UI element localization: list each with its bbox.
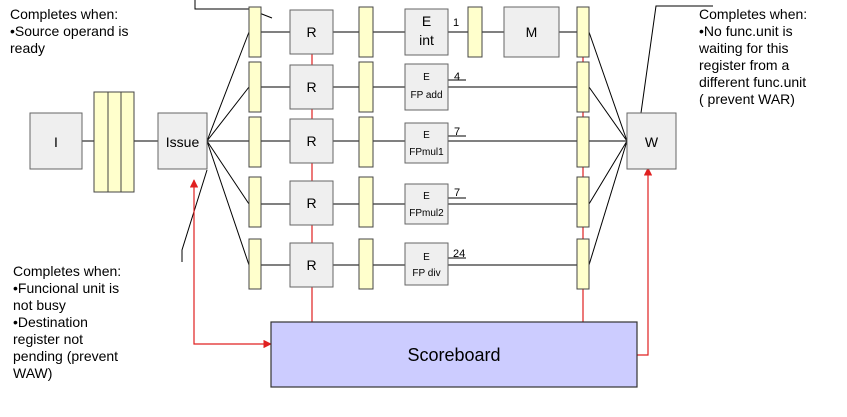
unit-row-fp-mul2: R E FPmul2 7 [248, 176, 590, 228]
pipeline-latch [358, 238, 374, 290]
unit-row-int: R E int 1 M [248, 6, 590, 58]
execute-unit-top-label: E [423, 191, 430, 202]
note-line: waiting for this [699, 40, 789, 56]
pipeline-latch [248, 6, 262, 58]
execute-unit-name: FP add [410, 90, 442, 101]
memory-stage-box [503, 6, 560, 58]
read-operands-box [289, 118, 334, 164]
unit-latency: 7 [454, 126, 460, 138]
note-line: different func.unit [699, 74, 807, 90]
pipeline-latch [358, 176, 374, 228]
execute-unit-name: FPmul2 [409, 208, 444, 219]
unit-row-fp-mul1: R E FPmul1 7 [248, 116, 590, 168]
pipeline-latch [576, 61, 590, 113]
pipeline-latch [576, 116, 590, 168]
fetch-stage-label: I [54, 134, 58, 150]
write-stage-box [626, 112, 677, 170]
read-operands-label: R [306, 133, 316, 149]
memory-stage-label: M [526, 24, 538, 40]
note-line: •Destination [13, 314, 88, 330]
pipeline-latch [248, 116, 262, 168]
note-line: Completes when: [13, 263, 122, 279]
pipeline-latch [358, 6, 374, 58]
note-line: •Source operand is [10, 23, 129, 39]
fetch-stage-box [29, 112, 83, 170]
note-line: Completes when: [10, 6, 119, 22]
note-line: pending (prevent [13, 348, 119, 364]
execute-unit-box [404, 122, 449, 164]
note-line: ready [10, 40, 46, 56]
execute-unit-top-label: E [423, 72, 430, 83]
execute-unit-top-label: E [423, 130, 430, 141]
note-line: •Funcional unit is [13, 280, 120, 296]
read-operands-box [289, 180, 334, 226]
pipeline-latch [358, 61, 374, 113]
read-operands-label: R [306, 24, 316, 40]
unit-latency: 4 [454, 71, 460, 83]
pipeline-latch [248, 238, 262, 290]
read-operands-label: R [306, 257, 316, 273]
scoreboard-label: Scoreboard [407, 345, 500, 365]
pipeline-latch [358, 116, 374, 168]
note-line: ( prevent WAR) [699, 91, 795, 107]
note-line: WAW) [13, 365, 53, 381]
pipeline-latch [248, 176, 262, 228]
execute-unit-name: FP div [412, 268, 440, 279]
execute-unit-name: FPmul1 [409, 147, 444, 158]
fetch-issue-pipeline-register [93, 91, 135, 193]
write-stage-label: W [645, 134, 659, 150]
write-result-note: Completes when: •No func.unit is waiting… [699, 6, 807, 108]
read-operands-box [289, 242, 334, 288]
read-operands-box [289, 9, 334, 55]
execute-unit-box [404, 8, 449, 56]
execute-unit-box [404, 63, 449, 111]
unit-latency: 7 [454, 187, 460, 199]
note-line: register from a [699, 57, 790, 73]
unit-row-fp-div: R E FP div 24 [248, 238, 590, 290]
read-operands-box [289, 64, 334, 110]
note-line: register not [13, 331, 84, 347]
execute-unit-top-label: E [423, 252, 430, 263]
issue-stage-box [157, 112, 208, 170]
pipeline-latch [576, 6, 590, 58]
pipeline-latch [467, 6, 483, 58]
execute-unit-name: int [419, 32, 434, 48]
pipeline-latch [248, 61, 262, 113]
issue-note: Completes when: •Funcional unit is not b… [13, 263, 121, 382]
note-line: not busy [13, 297, 66, 313]
execute-unit-box [404, 242, 449, 286]
execute-unit-box [404, 183, 449, 225]
unit-latency: 1 [453, 17, 459, 29]
unit-latency: 24 [453, 248, 465, 260]
note-line: Completes when: [699, 6, 808, 22]
pipeline-latch [576, 176, 590, 228]
read-operands-label: R [306, 79, 316, 95]
read-operands-note: Completes when: •Source operand is ready [10, 6, 129, 57]
pipeline-latch [576, 238, 590, 290]
read-operands-label: R [306, 195, 316, 211]
scoreboard-box [270, 321, 638, 388]
execute-unit-top-label: E [422, 13, 431, 29]
note-line: •No func.unit is [699, 23, 793, 39]
issue-stage-label: Issue [166, 134, 200, 150]
unit-row-fp-add: R E FP add 4 [248, 61, 590, 113]
